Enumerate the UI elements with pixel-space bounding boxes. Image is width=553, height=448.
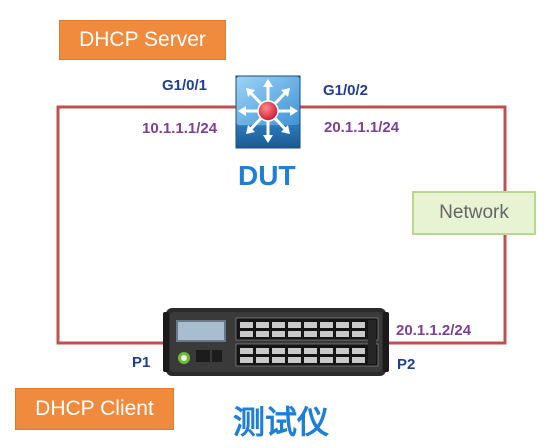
tester-label: 测试仪 <box>233 404 330 440</box>
link-dut-g101-to-p1 <box>56 105 236 345</box>
network-label: Network <box>439 202 509 223</box>
dut-label: DUT <box>238 160 296 191</box>
dhcp-server-label: DHCP Server <box>79 28 206 51</box>
ip-label-g102: 20.1.1.1/24 <box>324 119 400 136</box>
ip-label-g101: 10.1.1.1/24 <box>142 120 218 137</box>
port-label-p1: P1 <box>132 354 151 371</box>
ip-label-p2: 20.1.1.2/24 <box>396 322 472 339</box>
link-dut-g102-to-network <box>300 105 507 193</box>
dhcp-server-box: DHCP Server <box>59 20 226 60</box>
port-label-g101: G1/0/1 <box>162 77 208 94</box>
traffic-tester-chassis-icon <box>163 308 389 376</box>
port-label-g102: G1/0/2 <box>323 82 369 99</box>
network-box: Network <box>412 191 536 235</box>
link-network-to-p2 <box>383 235 507 345</box>
layer3-switch-icon <box>235 75 301 149</box>
dhcp-client-label: DHCP Client <box>35 397 154 420</box>
port-label-p2: P2 <box>397 356 416 373</box>
dhcp-client-box: DHCP Client <box>15 388 174 430</box>
